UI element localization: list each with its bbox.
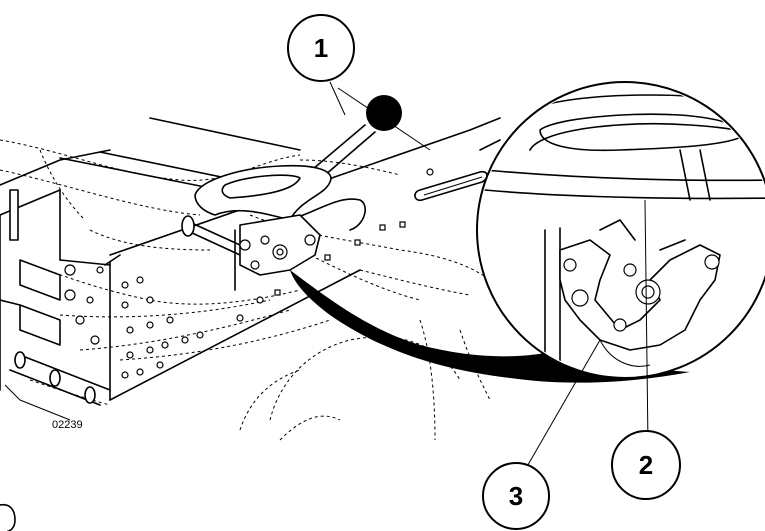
front-plate-holes — [121, 221, 406, 379]
callout-2: 2 — [611, 430, 681, 500]
screws — [4, 351, 111, 421]
leader-lines — [329, 81, 649, 471]
callout-1-label: 1 — [314, 33, 328, 63]
detail-magnifier — [476, 81, 765, 379]
lever-knob — [366, 95, 402, 131]
callout-1: 1 — [287, 14, 355, 82]
callout-3: 3 — [482, 462, 550, 530]
partial-callout-edge — [0, 503, 16, 531]
callout-2-label: 2 — [639, 450, 653, 480]
lever-handle — [181, 95, 402, 256]
callout-3-label: 3 — [509, 481, 523, 511]
side-panel-slots — [0, 189, 104, 346]
latch-mechanism — [234, 214, 321, 291]
slotted-bracket — [414, 168, 488, 202]
figure-reference: 02239 — [52, 419, 83, 431]
